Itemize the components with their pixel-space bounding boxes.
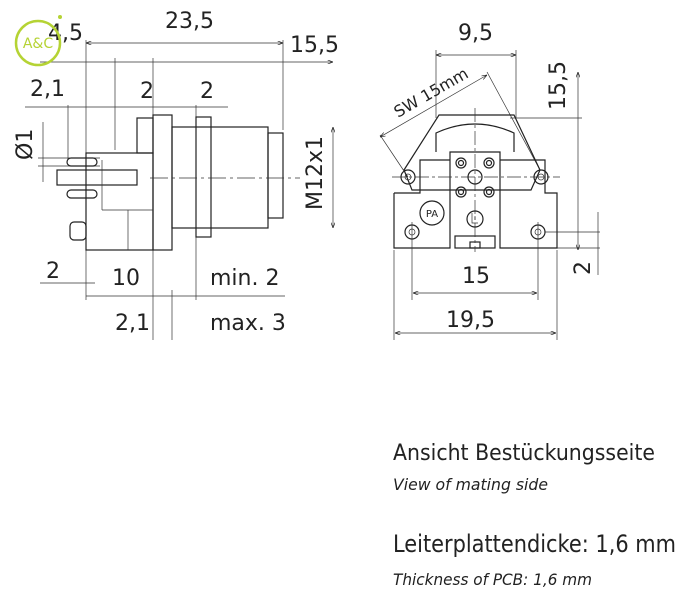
dim-hole-offset: 2 — [571, 261, 596, 275]
dim-front-length: 15,5 — [290, 33, 339, 58]
pin — [56, 169, 138, 186]
dim-hole-spacing: 15 — [462, 264, 490, 289]
front-view: PA 9,5 SW 15mm 15,5 2 15 19,5 — [380, 21, 600, 340]
dim-max-wall: max. 3 — [210, 311, 286, 336]
dim-offset: 2,1 — [115, 311, 150, 336]
pa-marking-text: PA — [426, 209, 438, 220]
logo: A&C — [14, 15, 62, 67]
contact-pins — [455, 157, 495, 198]
dim-min-wall: min. 2 — [210, 266, 279, 291]
dim-nut: 2 — [200, 79, 214, 104]
captions: Ansicht Bestückungsseite View of mating … — [393, 441, 676, 589]
dim-body-length: 10 — [112, 266, 140, 291]
ground-symbol — [466, 210, 484, 228]
dim-pin-diameter: Ø1 — [13, 129, 38, 160]
flange — [152, 114, 173, 251]
caption-pcb-de: Leiterplattendicke: 1,6 mm — [393, 530, 676, 558]
dim-height: 15,5 — [546, 61, 571, 110]
pa-marking — [419, 200, 445, 226]
connector-body — [85, 152, 154, 251]
hex-nut — [403, 114, 541, 191]
dim-pin-offset: 4,5 — [48, 21, 83, 46]
dim-overall-width: 19,5 — [446, 308, 495, 333]
nut — [195, 116, 212, 238]
dim-overall-length: 23,5 — [165, 9, 214, 34]
dim-pcb-pin: 2 — [46, 259, 60, 284]
screw-right — [533, 169, 549, 185]
logo-text: A&C — [23, 36, 53, 52]
dim-width-top: 9,5 — [458, 21, 493, 46]
screw-left — [400, 169, 416, 185]
thread-cylinder — [171, 126, 269, 229]
caption-pcb-en: Thickness of PCB: 1,6 mm — [393, 570, 592, 589]
caption-view-de: Ansicht Bestückungsseite — [393, 441, 655, 466]
dim-wrench: SW 15mm — [391, 64, 472, 122]
dim-thread: M12x1 — [303, 136, 328, 210]
dim-pin-pitch: 2,1 — [30, 77, 65, 102]
side-view: 23,5 4,5 15,5 2,1 2 2 Ø1 M12x1 2 10 min.… — [13, 9, 339, 340]
caption-view-en: View of mating side — [393, 475, 548, 494]
dim-flange: 2 — [140, 79, 154, 104]
